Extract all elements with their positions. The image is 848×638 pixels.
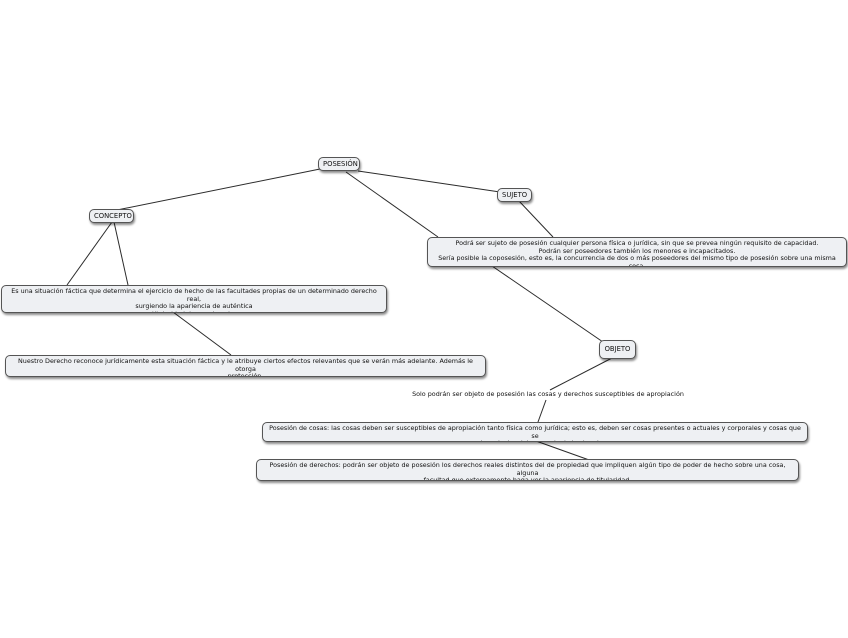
connector-sujeto-text xyxy=(518,200,554,238)
posesion-cosas-node[interactable]: Posesión de cosas: las cosas deben ser s… xyxy=(262,422,808,442)
concepto-node[interactable]: CONCEPTO xyxy=(89,209,134,223)
connector-cosas-derechos xyxy=(535,440,593,462)
connector-posesion-sujeto xyxy=(357,170,501,193)
connector-definition-protection xyxy=(172,311,232,356)
connector-objeto-intro xyxy=(549,357,613,391)
posesion-derechos-node[interactable]: Posesión de derechos: podrán ser objeto … xyxy=(256,459,799,481)
connector-intro-cosas xyxy=(537,399,547,423)
connector-concepto-definition-left xyxy=(66,221,113,286)
connector-posesion-concepto xyxy=(116,168,321,211)
posesion-root-node[interactable]: POSESIÓN xyxy=(318,157,360,171)
connector-posesion-objeto-branch xyxy=(345,171,439,238)
sujeto-node[interactable]: SUJETO xyxy=(497,188,532,202)
connector-concepto-definition-right xyxy=(113,221,129,286)
concepto-protection-node[interactable]: Nuestro Derecho reconoce jurídicamente e… xyxy=(5,355,486,377)
sujeto-description-node[interactable]: Podrá ser sujeto de posesión cualquier p… xyxy=(427,237,847,267)
concepto-definition-node[interactable]: Es una situación fáctica que determina e… xyxy=(1,285,387,313)
connector-sujeto-objeto xyxy=(491,265,604,343)
objeto-node[interactable]: OBJETO xyxy=(599,340,636,359)
objeto-intro-text: Solo podrán ser objeto de posesión las c… xyxy=(412,390,684,398)
